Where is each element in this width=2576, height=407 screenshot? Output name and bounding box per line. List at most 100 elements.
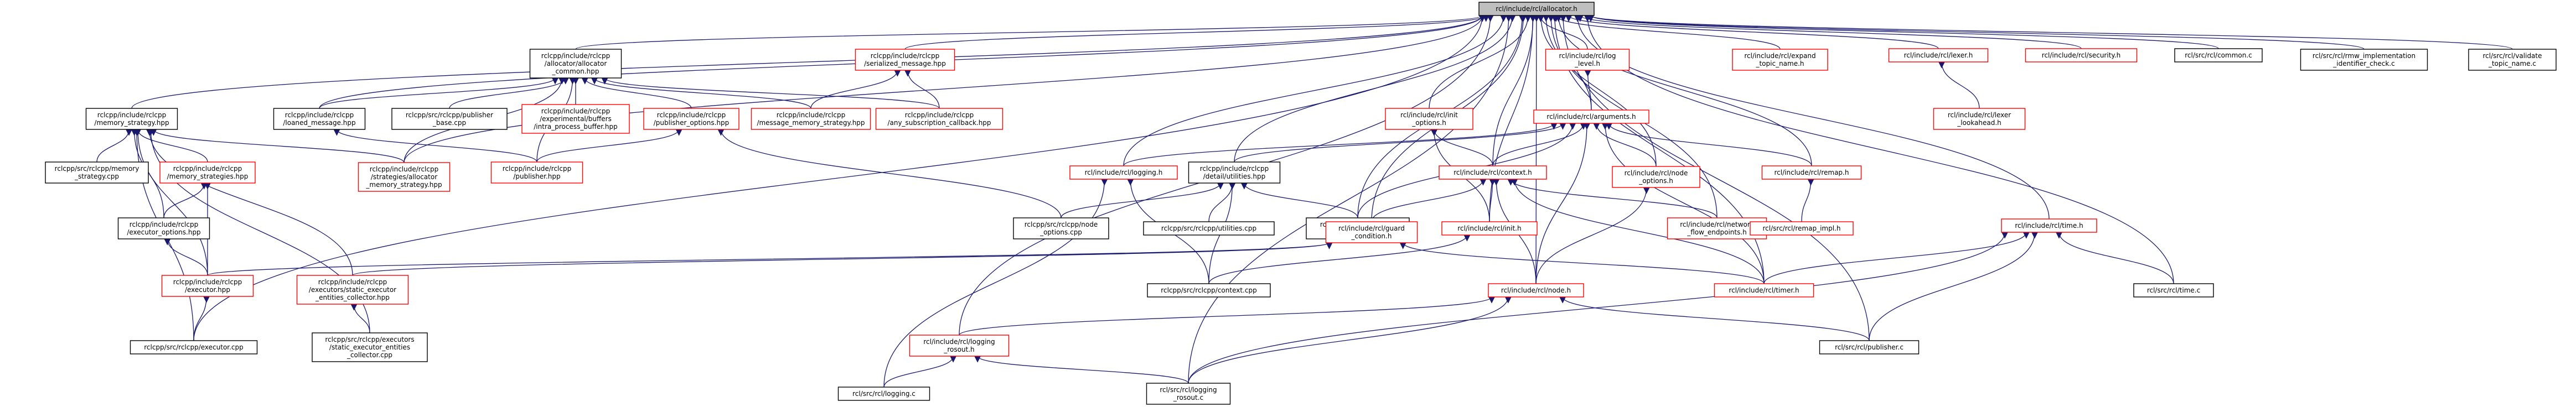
node-label-line: /experimental/buffers [540,115,612,123]
edge [1587,15,2513,50]
node-rcl-node-h[interactable]: rcl/include/rcl/node.h [1488,283,1584,298]
node-allocator-h[interactable]: rcl/include/rcl/allocator.h [1478,2,1595,16]
edge-rcl-context-h-to-rcl-timer-h [1511,179,1765,284]
node-cpp-executor-hpp[interactable]: rclcpp/include/rclcpp/executor.hpp [161,275,254,297]
edge [150,129,405,163]
node-label-line: rcl/include/rcl/context.h [1453,169,1532,176]
node-box [2001,218,2097,233]
node-cpp-static-exec-collector[interactable]: rclcpp/include/rclcpp/executors/static_e… [296,275,409,305]
node-cpp-context-cpp[interactable]: rclcpp/src/rclcpp/context.cpp [1147,283,1271,298]
node-rcl-context-h[interactable]: rcl/include/rcl/context.h [1439,165,1547,180]
edge-cpp-memory-strategy-to-cpp-strategies-alloc-mem [150,129,405,163]
node-cpp-detail-utilities[interactable]: rclcpp/include/rclcpp/detail/utilities.h… [1188,161,1281,184]
node-rcl-init-h[interactable]: rcl/include/rcl/init.h [1441,221,1538,236]
node-rcl-lexer-lookahead[interactable]: rcl/include/rcl/lexer_lookahead.h [1933,108,2026,130]
node-label-line: rcl/include/rcl/lexer [1948,111,2011,119]
node-cpp-executor-options[interactable]: rclcpp/include/rclcpp/executor_options.h… [117,217,210,239]
node-box [1143,221,1275,236]
edge [1431,129,1493,166]
node-label-line: rclcpp/src/rclcpp/context.cpp [1161,286,1256,294]
edge [1593,123,1657,167]
node-label-line: rcl/include/rcl/init [1400,111,1458,119]
node-label-line: /strategies/allocator [371,173,437,181]
node-rcl-time-c[interactable]: rcl/src/rcl/time.c [2133,283,2214,298]
node-label-line: rclcpp/include/rclcpp [657,111,726,119]
node-cpp-msg-mem-strategy[interactable]: rclcpp/include/rclcpp/message_memory_str… [751,108,871,130]
node-label-line: rcl/include/rcl/lexer.h [1904,51,1973,59]
node-box [1188,161,1281,184]
node-label-line: /message_memory_strategy.hpp [757,119,865,127]
node-cpp-serialized-msg[interactable]: rclcpp/include/rclcpp/serialized_message… [855,49,955,71]
node-rcl-expand-topic[interactable]: rcl/include/rcl/expand_topic_name.h [1732,49,1828,71]
node-cpp-intra-buffer[interactable]: rclcpp/include/rclcpp/experimental/buffe… [521,104,630,134]
edge-rcl-context-h-to-rcl-init-h [1489,179,1496,222]
node-label-line: rcl/include/rcl/logging [923,338,995,346]
edge [135,129,208,276]
edge-rcl-node-h-to-rcl-logging-rosout-c [1188,296,1512,384]
node-cpp-any-sub-cb[interactable]: rclcpp/include/rclcpp/any_subscription_c… [875,108,1003,130]
node-box [2174,48,2263,62]
edge [1188,296,1512,384]
edge-cpp-serialized-msg-to-cpp-any-sub-cb [904,70,940,109]
node-cpp-static-exec-collector-cpp[interactable]: rclcpp/src/rclcpp/executors/static_execu… [312,332,428,362]
edge-rcl-arguments-h-to-rcl-timer-h [1602,123,1765,284]
node-rcl-security-h[interactable]: rcl/include/rcl/security.h [2025,48,2138,62]
node-label-line: /loaned_message.hpp [283,119,355,127]
node-box [1750,221,1854,236]
node-rcl-time-h[interactable]: rcl/include/rcl/time.h [2001,218,2097,233]
node-label-line: _entities_collector.hpp [315,294,390,301]
edge [1492,123,1587,166]
node-rcl-validate-topic[interactable]: rcl/src/rcl/validate_topic_name.c [2468,49,2557,71]
node-rcl-logging-h[interactable]: rcl/include/rcl/logging.h [1069,165,1178,180]
edge-cpp-alloc-common-to-cpp-pub-options [581,77,692,109]
edge-rcl-lexer-h-to-rcl-lexer-lookahead [1938,61,1980,109]
node-rcl-common-c[interactable]: rcl/src/rcl/common.c [2174,48,2263,62]
edge-allocator-h-to-rcl-init-options [1429,15,1532,109]
node-cpp-loaned-msg[interactable]: rclcpp/include/rclcpp/loaned_message.hpp [273,108,366,130]
edge-rcl-logging-rosout-h-to-rcl-logging-c [883,356,956,388]
node-cpp-publisher-hpp[interactable]: rclcpp/include/rclcpp/publisher.hpp [490,161,583,184]
edge [319,77,558,109]
node-box [875,108,1003,130]
node-cpp-utilities-cpp[interactable]: rclcpp/src/rclcpp/utilities.cpp [1143,221,1275,236]
node-label-line: rcl/include/rcl/guard [1338,225,1405,232]
edge-rcl-time-h-to-rcl-publisher-c [1869,232,2038,341]
node-label-line: rclcpp/include/rclcpp [541,52,610,60]
node-rcl-node-options[interactable]: rcl/include/rcl/node_options.h [1612,166,1700,188]
node-cpp-memory-strategy-cpp[interactable]: rclcpp/src/rclcpp/memory_strategy.cpp [45,161,149,184]
node-cpp-strategies-alloc-mem[interactable]: rclcpp/include/rclcpp/strategies/allocat… [358,162,451,192]
node-label-line: /static_executor_entities [329,343,410,351]
node-rcl-timer-h[interactable]: rcl/include/rcl/timer.h [1714,283,1814,298]
node-rcl-logging-rosout-c[interactable]: rcl/src/rcl/logging_rosout.c [1146,383,1231,405]
node-rcl-remap-h[interactable]: rcl/include/rcl/remap.h [1761,165,1862,180]
edge [1584,70,1592,111]
edge-rcl-init-options-to-rcl-context-h [1431,129,1493,166]
node-label-line: rcl/src/rcl/common.c [2185,51,2252,59]
node-rcl-guard-condition[interactable]: rcl/include/rcl/guard_condition.h [1325,221,1418,243]
node-cpp-pub-base[interactable]: rclcpp/src/rclcpp/publisher_base.cpp [391,108,508,130]
node-rcl-logging-rosout-h[interactable]: rcl/include/rcl/logging_rosout.h [909,335,1010,357]
node-label-line: /allocator/allocator [545,60,607,67]
edge-cpp-loaned-msg-to-cpp-publisher-hpp [333,129,537,163]
node-cpp-memory-strategies[interactable]: rclcpp/include/rclcpp/memory_strategies.… [159,161,256,184]
node-rcl-log-level[interactable]: rcl/include/rcl/log_level.h [1545,49,1630,71]
node-cpp-executor-cpp[interactable]: rclcpp/src/rclcpp/executor.cpp [130,340,258,354]
node-box [1478,2,1595,16]
node-rcl-publisher-c[interactable]: rcl/src/rcl/publisher.c [1819,340,1920,354]
edge [1492,15,1537,166]
node-box [1069,165,1178,180]
node-rcl-rmw-impl-id[interactable]: rcl/src/rcl/rmw_implementation_identifie… [2300,49,2428,71]
node-cpp-memory-strategy[interactable]: rclcpp/include/rclcpp/memory_strategy.hp… [85,108,178,130]
node-cpp-pub-options[interactable]: rclcpp/include/rclcpp/publisher_options.… [643,108,739,130]
node-rcl-init-options[interactable]: rcl/include/rcl/init_options.h [1385,108,1473,130]
node-cpp-alloc-common[interactable]: rclcpp/include/rclcpp/allocator/allocato… [529,49,622,79]
node-rcl-arguments-h[interactable]: rcl/include/rcl/arguments.h [1533,109,1649,124]
node-rcl-lexer-h[interactable]: rcl/include/rcl/lexer.h [1888,48,1989,62]
edge [146,129,353,276]
node-box [855,49,955,71]
edge [1869,232,2038,341]
node-cpp-node-options-cpp[interactable]: rclcpp/src/rclcpp/node_options.cpp [1013,217,1109,239]
edge-rcl-arguments-h-to-cpp-detail-utilities [1234,123,1566,163]
node-rcl-logging-c[interactable]: rcl/src/rcl/logging.c [837,387,930,401]
node-rcl-remap-impl[interactable]: rcl/src/rcl/remap_impl.h [1750,221,1854,236]
